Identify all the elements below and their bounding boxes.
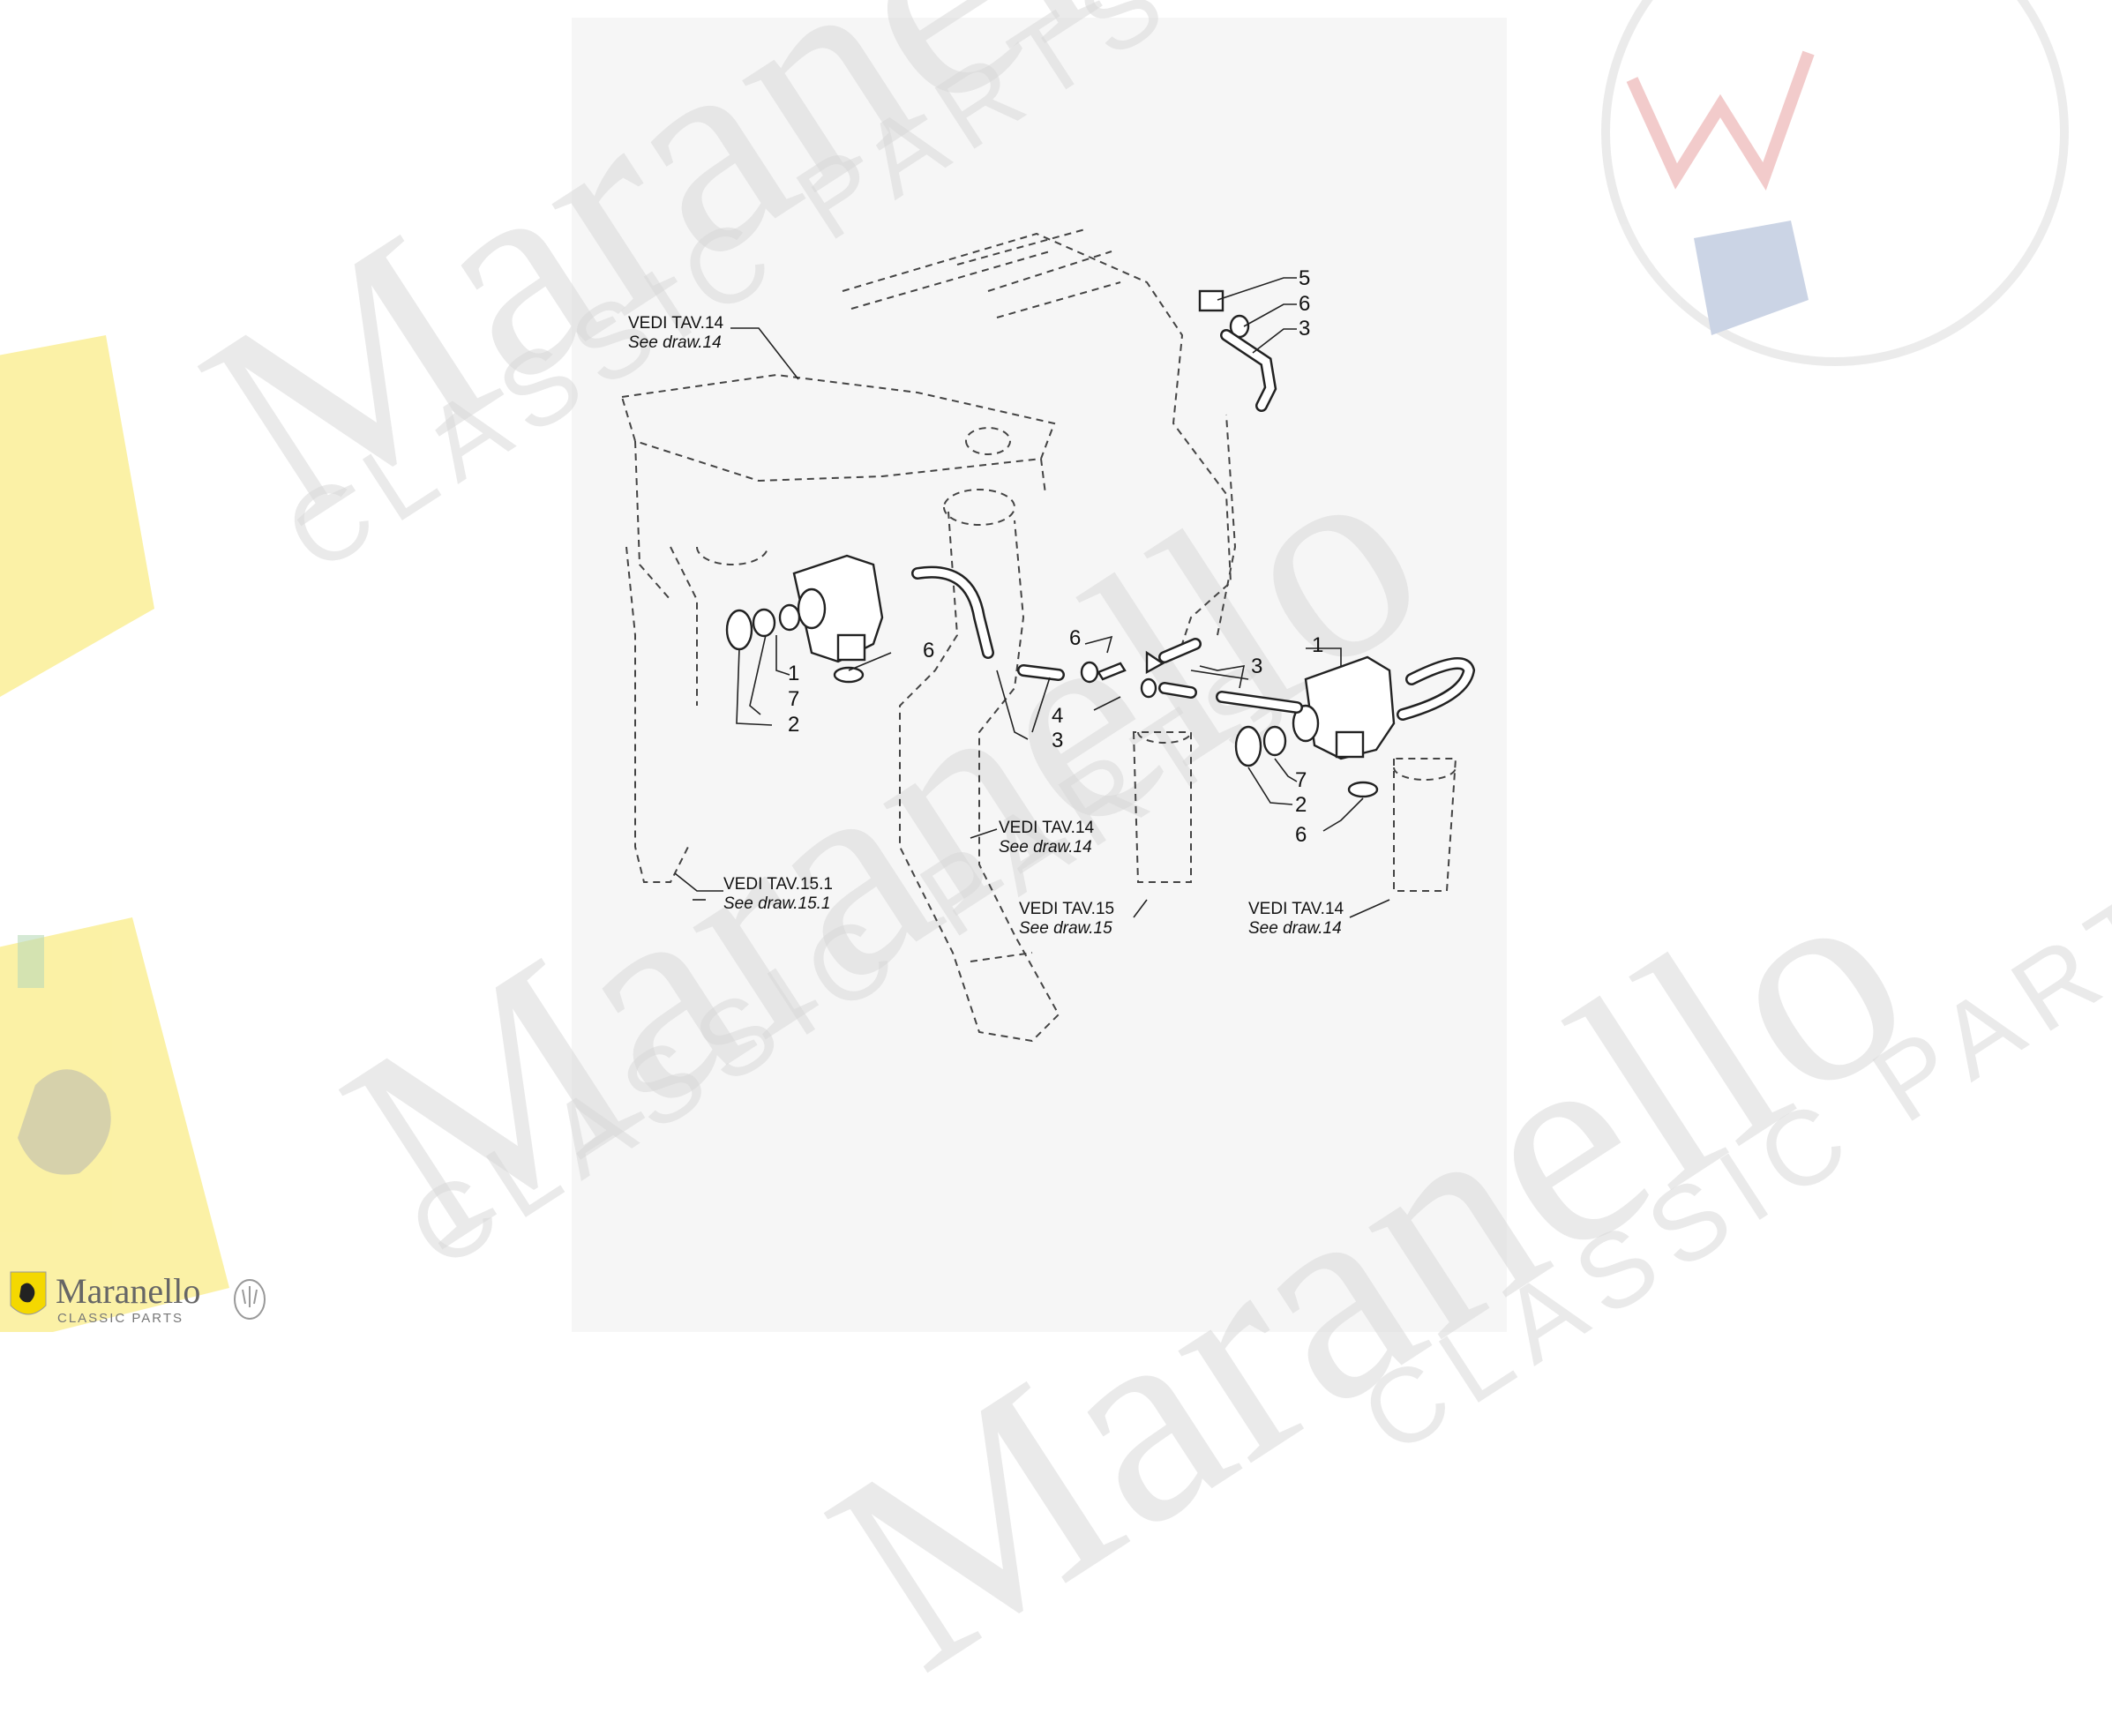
ref-label-vedi: VEDI TAV.15.1: [723, 875, 833, 894]
callout-2: 2: [788, 713, 800, 737]
ref-label-see: See draw.15: [1019, 919, 1112, 938]
ref-label-see: See draw.14: [999, 838, 1092, 857]
callout-3: 3: [1299, 317, 1311, 340]
callout-1: 1: [788, 662, 800, 685]
callout-7: 7: [788, 687, 800, 711]
right-throttle-body: [1132, 731, 1192, 883]
ref-label-tav14-mid: VEDI TAV.14 See draw.14: [999, 819, 1094, 857]
engine-outline: [842, 232, 1232, 645]
callout-3: 3: [1052, 729, 1064, 752]
callout-3: 3: [1251, 655, 1263, 678]
vacuum-hoses: [911, 329, 1476, 721]
callout-4: 4: [1052, 704, 1064, 728]
right-clamp: [1234, 725, 1262, 767]
leader-lines: [674, 277, 1390, 918]
ref-label-vedi: VEDI TAV.14: [1248, 900, 1344, 918]
ref-label-tav15: VEDI TAV.15 See draw.15: [1019, 900, 1114, 939]
callout-1: 1: [1312, 633, 1324, 657]
parts-drawing: [620, 228, 1476, 1043]
ref-label-vedi: VEDI TAV.14: [999, 819, 1095, 837]
ferrari-badge-icon: [10, 1271, 47, 1315]
ref-label-see: See draw.14: [1248, 919, 1342, 938]
callout-6: 6: [1295, 823, 1307, 847]
callout-7: 7: [1295, 768, 1307, 792]
ref-label-see: See draw.14: [628, 333, 722, 352]
ref-label-vedi: VEDI TAV.15: [1019, 900, 1115, 918]
right-valve-body: [1304, 655, 1396, 760]
ref-label-tav14-top: VEDI TAV.14 See draw.14: [628, 314, 723, 353]
callout-6: 6: [1069, 626, 1082, 650]
callout-5: 5: [1299, 266, 1311, 290]
ref-label-tav15-1: VEDI TAV.15.1 See draw.15.1: [723, 875, 833, 914]
ref-label-vedi: VEDI TAV.14: [628, 314, 724, 333]
maserati-trident-icon: [234, 1279, 266, 1320]
center-hose: [943, 489, 1016, 526]
callout-2: 2: [1295, 793, 1307, 817]
left-duct: [625, 546, 689, 883]
callout-6: 6: [923, 639, 935, 662]
ferrari-shield-icon: [0, 917, 229, 1332]
top-fitting: [1198, 289, 1225, 312]
brand-logo: Maranello CLASSIC PARTS: [7, 1270, 272, 1328]
brand-subtitle: CLASSIC PARTS: [57, 1311, 183, 1326]
right-housing: [1393, 758, 1457, 892]
intake-plenum: [620, 373, 1056, 483]
ref-label-see: See draw.15.1: [723, 894, 831, 913]
brand-name: Maranello: [56, 1271, 201, 1311]
maserati-badge-icon: [1601, 0, 2069, 366]
ref-label-tav14-right: VEDI TAV.14 See draw.14: [1248, 900, 1344, 939]
ferrari-shield-icon: [0, 335, 154, 697]
callout-6: 6: [1299, 292, 1311, 316]
left-clamp: [725, 609, 753, 651]
